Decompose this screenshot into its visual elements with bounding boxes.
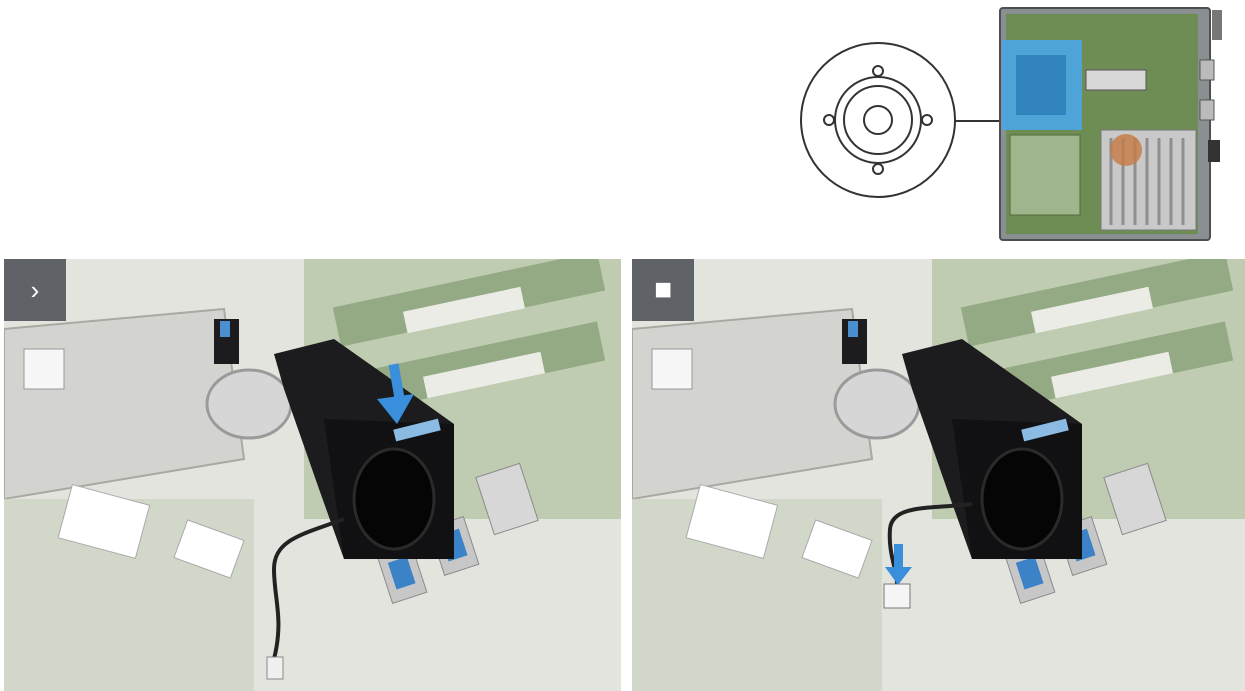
chevron-right-icon: › — [31, 277, 40, 303]
step-1-panel: › — [4, 259, 621, 691]
step-badge-next: › — [4, 259, 66, 321]
system-board-overview — [796, 0, 1245, 250]
coin-cell-battery — [835, 370, 919, 438]
speaker-cable-connector — [267, 657, 283, 679]
step-2-illustration — [632, 259, 1245, 691]
step-badge-stop: ■ — [632, 259, 694, 321]
step-1-illustration — [4, 259, 621, 691]
chassis-top-view — [1000, 8, 1222, 240]
board-speaker-connector — [884, 584, 910, 608]
coin-cell-battery — [207, 370, 291, 438]
speaker-grille — [982, 449, 1062, 549]
step-2-panel: ■ — [632, 259, 1245, 691]
speaker-callout-icon — [801, 43, 955, 197]
stop-square-icon: ■ — [654, 275, 672, 305]
speaker-grille — [354, 449, 434, 549]
overview-illustration — [796, 0, 1245, 250]
